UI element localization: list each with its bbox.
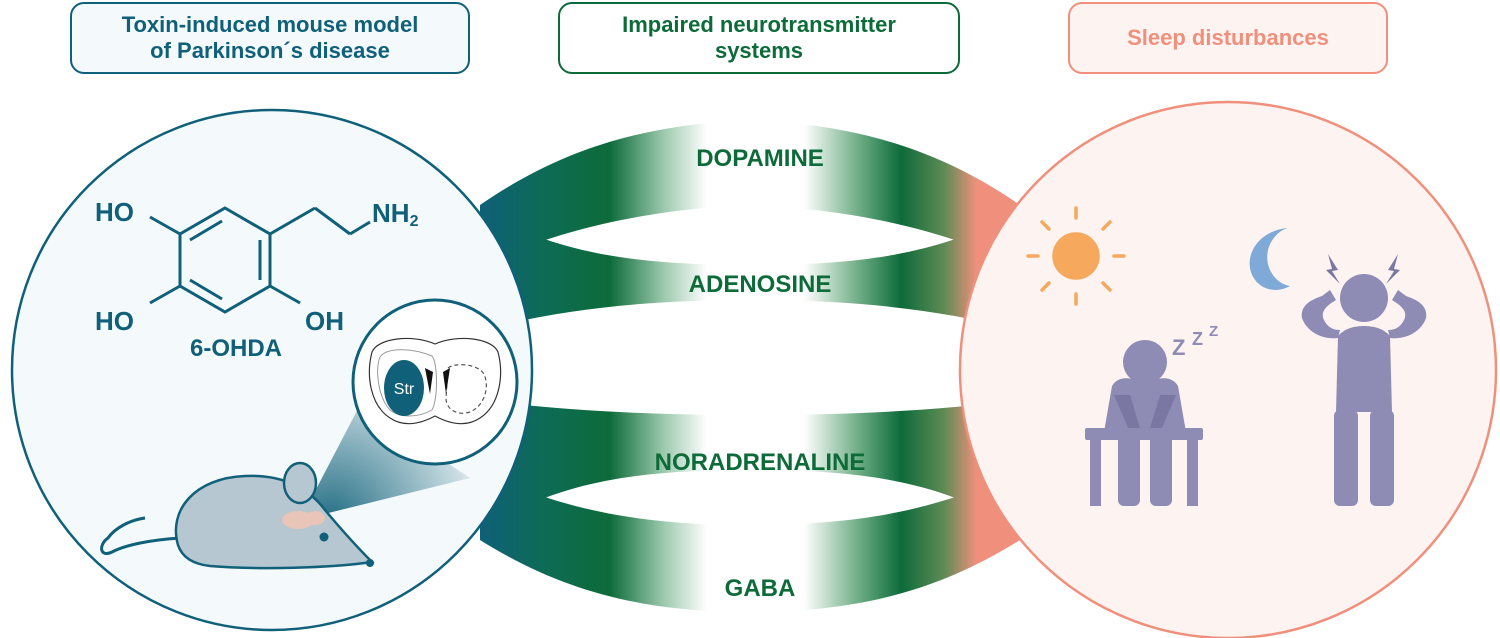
header-mid-line1: Impaired neurotransmitter (622, 12, 896, 37)
brain-region-label: Str (394, 381, 415, 398)
header-left-line2: of Parkinson´s disease (150, 38, 390, 63)
band-ribbons (480, 120, 1020, 612)
mouse-icon (100, 461, 375, 570)
header-neurotransmitter: Impaired neurotransmitter systems (558, 2, 960, 74)
brain-section-icon (351, 298, 519, 466)
mouse-model-circle (10, 108, 534, 632)
group-nh2: NH2 (372, 198, 419, 230)
group-ho-top: HO (95, 197, 134, 227)
group-nh: NH (372, 198, 410, 228)
sleeping-person-icon (1085, 340, 1203, 506)
svg-text:Z: Z (1192, 329, 1203, 349)
band-lower-upper (480, 400, 1020, 530)
stressed-person-icon (1301, 274, 1427, 506)
molecule-label: 6-OHDA (190, 335, 282, 362)
band-lower (480, 470, 1020, 612)
lightning-icon (1326, 254, 1400, 284)
header-sleep: Sleep disturbances (1068, 2, 1388, 74)
sun-icon (1026, 206, 1126, 306)
label-dopamine: DOPAMINE (696, 145, 824, 172)
header-mid-line2: systems (714, 38, 804, 63)
group-oh-bottom: OH (305, 306, 344, 336)
sleep-zzz-icon: Z Z Z (1172, 323, 1218, 360)
header-mouse-model: Toxin-induced mouse model of Parkinson´s… (70, 2, 470, 74)
label-gaba: GABA (725, 575, 796, 602)
sleep-circle (958, 100, 1498, 638)
band-upper-lower (480, 210, 1020, 330)
group-ho-bottom: HO (95, 306, 134, 336)
benzene-ring-icon (149, 206, 371, 314)
svg-text:Z: Z (1209, 323, 1218, 340)
header-right-text: Sleep disturbances (1127, 25, 1329, 50)
header-left-line1: Toxin-induced mouse model (121, 12, 419, 37)
label-adenosine: ADENOSINE (689, 271, 832, 298)
svg-text:Z: Z (1172, 335, 1185, 360)
band-upper (480, 120, 1020, 265)
zoom-cone (300, 405, 470, 520)
label-noradrenaline: NORADRENALINE (655, 449, 866, 476)
moon-icon (1249, 228, 1290, 290)
group-nh2-sub: 2 (410, 213, 419, 230)
